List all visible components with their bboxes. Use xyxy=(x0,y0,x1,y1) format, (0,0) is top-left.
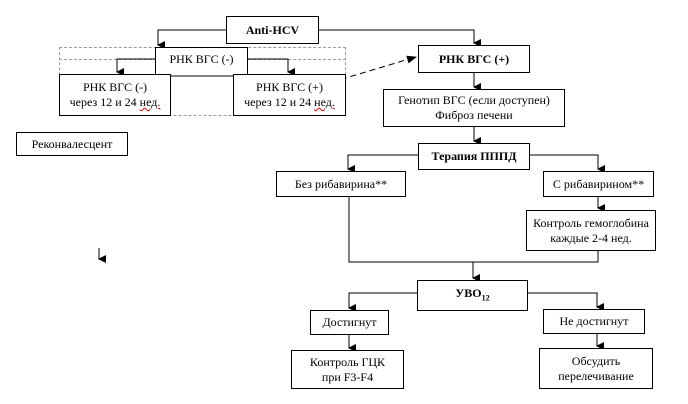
node-anti-hcv-label: Anti-HCV xyxy=(245,22,300,37)
node-achieved-label: Достигнут xyxy=(322,315,377,329)
node-rna-negative-followup-line1: РНК ВГС (-) xyxy=(82,80,148,94)
edge-svr-to-achieved xyxy=(348,292,417,312)
svr-main: УВО xyxy=(455,286,482,300)
node-with-ribavirin: С рибавирином** xyxy=(543,171,654,197)
node-hemoglobin-control: Контроль гемоглобина каждые 2-4 нед. xyxy=(526,210,656,251)
edge-antihcv-to-rna-positive xyxy=(318,29,481,47)
node-rna-positive-followup-line1: РНК ВГС (+) xyxy=(256,80,323,94)
node-not-achieved-label: Не достигнут xyxy=(559,314,629,328)
node-without-ribavirin: Без рибавирина** xyxy=(276,171,406,197)
node-retreatment-line1: Обсудить xyxy=(571,353,621,368)
node-with-ribavirin-label: С рибавирином** xyxy=(552,176,645,191)
edge-svr-to-not-achieved xyxy=(527,292,604,311)
followup-unit: нед. xyxy=(314,95,335,109)
node-therapy-label: Терапия ПППД xyxy=(431,149,517,163)
node-rna-negative: РНК ВГС (-) xyxy=(155,47,248,75)
node-reconvalescent: Реконвалесцент xyxy=(16,132,128,156)
edge-rna-negative-to-positive-followup xyxy=(247,58,295,76)
node-hcc-control: Контроль ГЦК при F3-F4 xyxy=(291,350,404,389)
node-hemoglobin-control-line1: Контроль гемоглобина xyxy=(533,215,649,230)
node-rna-positive-followup-line2: через 12 и 24 нед. xyxy=(244,95,335,110)
svr-subscript: 12 xyxy=(481,293,490,303)
node-hemoglobin-control-line2: каждые 2-4 нед. xyxy=(550,230,632,245)
node-reconvalescent-label: Реконвалесцент xyxy=(31,136,113,151)
node-retreatment: Обсудить перелечивание xyxy=(539,348,653,389)
node-rna-positive: РНК ВГС (+) xyxy=(418,45,530,73)
node-retreatment-line2: перелечивание xyxy=(558,368,634,383)
edge-positive-followup-to-rna-positive xyxy=(311,55,417,89)
followup-unit: нед. xyxy=(139,95,161,109)
edge-therapy-to-without-ribavirin xyxy=(347,154,418,173)
node-rna-negative-followup-line2: через 12 и 24 нед. xyxy=(70,95,161,110)
node-svr: УВО12 xyxy=(417,280,528,311)
node-rna-positive-followup: РНК ВГС (+) через 12 и 24 нед. xyxy=(233,74,346,116)
node-hcc-control-line2: при F3-F4 xyxy=(321,369,374,384)
followup-interval: через 12 и 24 xyxy=(244,95,315,109)
node-hcc-control-line1: Контроль ГЦК xyxy=(309,354,386,369)
node-therapy: Терапия ПППД xyxy=(418,143,530,170)
node-genotype-line1: Генотип ВГС (если доступен) xyxy=(398,93,550,107)
edge-rna-negative-to-negative-followup xyxy=(116,58,155,76)
node-not-achieved: Не достигнут xyxy=(543,309,645,334)
node-genotype-line2: Фиброз печени xyxy=(435,108,513,122)
node-svr-label: УВО12 xyxy=(455,286,490,303)
node-anti-hcv: Anti-HCV xyxy=(226,16,319,44)
node-rna-positive-label: РНК ВГС (+) xyxy=(438,51,510,66)
edge-antihcv-to-rna-negative xyxy=(157,29,226,49)
node-rna-negative-followup: РНК ВГС (-) через 12 и 24 нед. xyxy=(59,74,171,116)
node-genotype: Генотип ВГС (если доступен) Фиброз печен… xyxy=(383,89,565,127)
node-achieved: Достигнут xyxy=(310,310,389,335)
edge-therapy-to-with-ribavirin xyxy=(529,154,605,173)
followup-interval: через 12 и 24 xyxy=(69,95,140,109)
node-rna-negative-label: РНК ВГС (-) xyxy=(169,52,234,66)
node-without-ribavirin-label: Без рибавирина** xyxy=(294,176,388,191)
